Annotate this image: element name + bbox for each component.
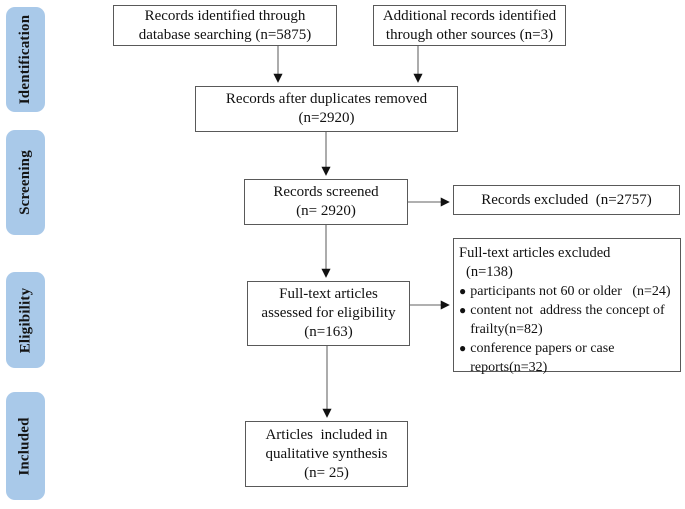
stage-screening: Screening [6,130,45,235]
box-articles-included-line2: qualitative synthesis [265,445,388,462]
box-records-screened-line1: Records screened [273,184,379,200]
bullet-icon: ● [459,284,467,298]
box-records-screened-line2: (n= 2920) [296,203,356,219]
excluded-reason-text-2: content not address the concept of frail… [470,303,669,337]
box-records-identified-other-line1: Additional records identified [382,7,557,24]
box-records-excluded: Records excluded (n=2757) [453,185,680,215]
stage-eligibility: Eligibility [6,272,45,368]
box-duplicates-removed: Records after duplicates removed (n=2920… [195,86,458,132]
bullet-icon: ● [459,303,467,317]
box-articles-included-line3: (n= 25) [304,464,349,481]
box-fulltext-assessed-line2: assessed for eligibility [261,305,396,321]
box-fulltext-excluded: Full-text articles excluded (n=138) ● pa… [453,238,681,375]
box-records-identified-db-line1: Records identified through [144,7,306,24]
excluded-reason-item: ● conference papers or case reports(n=32… [459,339,676,377]
stage-eligibility-label: Eligibility [17,287,33,353]
stage-screening-label: Screening [17,150,34,215]
box-records-identified-other: Additional records identified through ot… [373,5,566,46]
box-fulltext-excluded-count: (n=138) [466,264,513,280]
stage-included: Included [6,392,45,500]
box-records-identified-db-line2: database searching (n=5875) [138,26,312,43]
excluded-reason-text-1: participants not 60 or older (n=24) [470,284,671,299]
excluded-reason-item: ● participants not 60 or older (n=24) [459,282,671,301]
box-records-identified-db: Records identified through database sear… [113,5,337,46]
box-records-identified-other-line2: through other sources (n=3) [385,26,554,43]
box-fulltext-excluded-title: Full-text articles excluded [459,245,611,261]
stage-identification-label: Identification [17,14,33,105]
box-fulltext-assessed-line3: (n=163) [304,324,353,340]
box-articles-included-line1: Articles included in [265,426,388,443]
excluded-reason-item: ● content not address the concept of fra… [459,301,676,339]
box-fulltext-assessed: Full-text articles assessed for eligibil… [247,281,410,346]
box-articles-included: Articles included in qualitative synthes… [245,421,408,487]
box-duplicates-removed-line2: (n=2920) [298,110,355,126]
box-records-screened: Records screened (n= 2920) [244,179,408,225]
box-fulltext-assessed-line1: Full-text articles [279,286,378,302]
box-duplicates-removed-line1: Records after duplicates removed [225,91,428,107]
excluded-reason-text-3: conference papers or case reports(n=32) [470,341,618,375]
bullet-icon: ● [459,341,467,355]
stage-identification: Identification [6,7,45,112]
stage-included-label: Included [17,416,34,476]
box-records-excluded-line1: Records excluded (n=2757) [481,191,652,208]
